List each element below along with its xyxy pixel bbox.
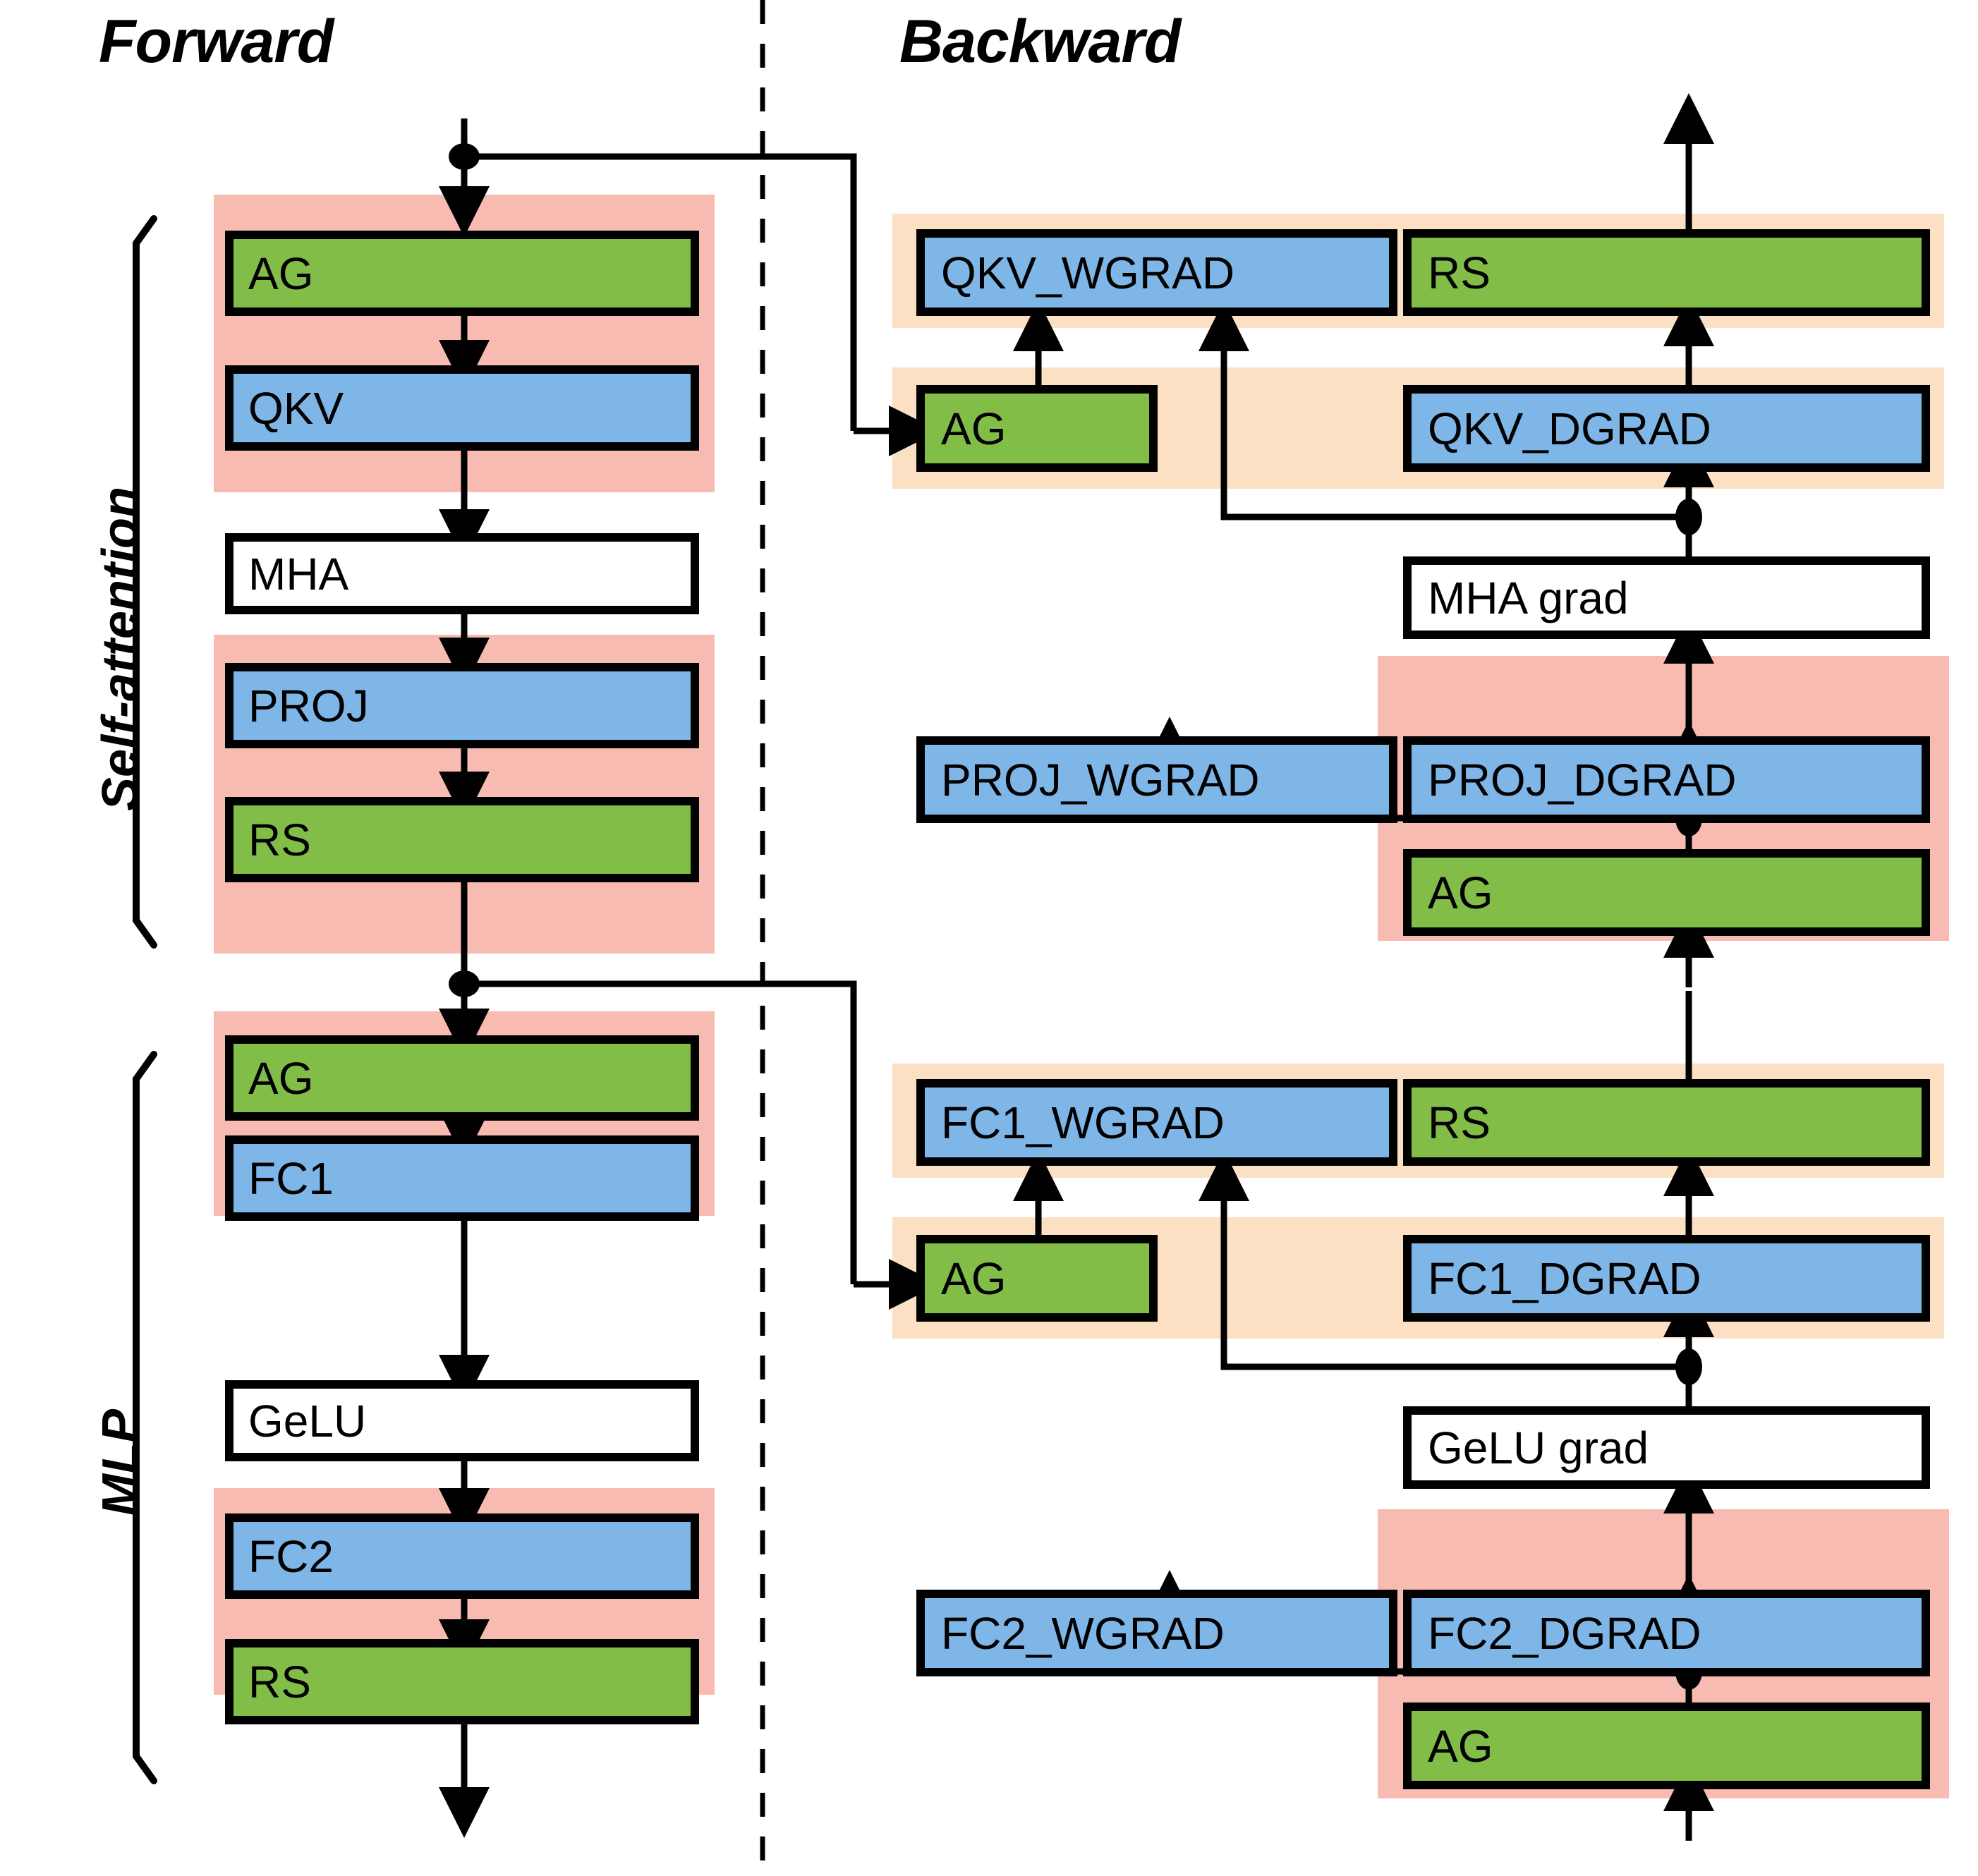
box-fwd-proj: [225, 663, 699, 748]
section-label-mlp: MLP: [92, 1409, 149, 1516]
box-fwd-ag-2: [225, 1035, 699, 1121]
branch-dot-residual-in: [449, 143, 480, 170]
box-bwd-ag-4: [1403, 1703, 1930, 1789]
box-bwd-ag-1: [916, 385, 1158, 472]
box-bwd-ag-2: [1403, 849, 1930, 936]
box-bwd-gelu-grad: [1403, 1406, 1930, 1489]
forward-branch-dots: [449, 143, 480, 997]
box-fwd-qkv: [225, 365, 699, 451]
box-fwd-fc1: [225, 1135, 699, 1221]
box-fwd-mha: [225, 533, 699, 614]
box-bwd-ag-3: [916, 1235, 1158, 1322]
box-bwd-qkv-dgrad: [1403, 385, 1930, 472]
page-title-backward: Backward: [899, 8, 1181, 75]
box-fwd-ag-1: [225, 231, 699, 316]
side-braces: [133, 215, 157, 1784]
branch-dot-fc1-dgrad: [1675, 1348, 1702, 1385]
box-bwd-mha-grad: [1403, 556, 1930, 639]
branch-dot-qkv-dgrad: [1675, 499, 1702, 535]
box-bwd-proj-dgrad: [1403, 736, 1930, 823]
box-bwd-fc2-wgrad: [916, 1590, 1397, 1676]
box-bwd-rs-1: [1403, 229, 1930, 316]
box-fwd-rs-1: [225, 797, 699, 882]
box-fwd-rs-2: [225, 1639, 699, 1724]
brace-mlp: [133, 1051, 157, 1784]
brace-self-attention: [133, 215, 157, 949]
branch-dot-residual-mid: [449, 970, 480, 997]
box-group: [225, 229, 1930, 1789]
box-bwd-proj-wgrad: [916, 736, 1397, 823]
forward-to-backward-arrowheads: [854, 406, 940, 1310]
section-label-self-attention: Self-attention: [92, 487, 149, 811]
box-bwd-fc1-wgrad: [916, 1079, 1397, 1166]
box-fwd-gelu: [225, 1380, 699, 1461]
box-bwd-qkv-wgrad: [916, 229, 1397, 316]
page-title-forward: Forward: [99, 8, 334, 75]
box-fwd-fc2: [225, 1513, 699, 1599]
box-bwd-fc2-dgrad: [1403, 1590, 1930, 1676]
box-bwd-rs-2: [1403, 1079, 1930, 1166]
box-bwd-fc1-dgrad: [1403, 1235, 1930, 1322]
